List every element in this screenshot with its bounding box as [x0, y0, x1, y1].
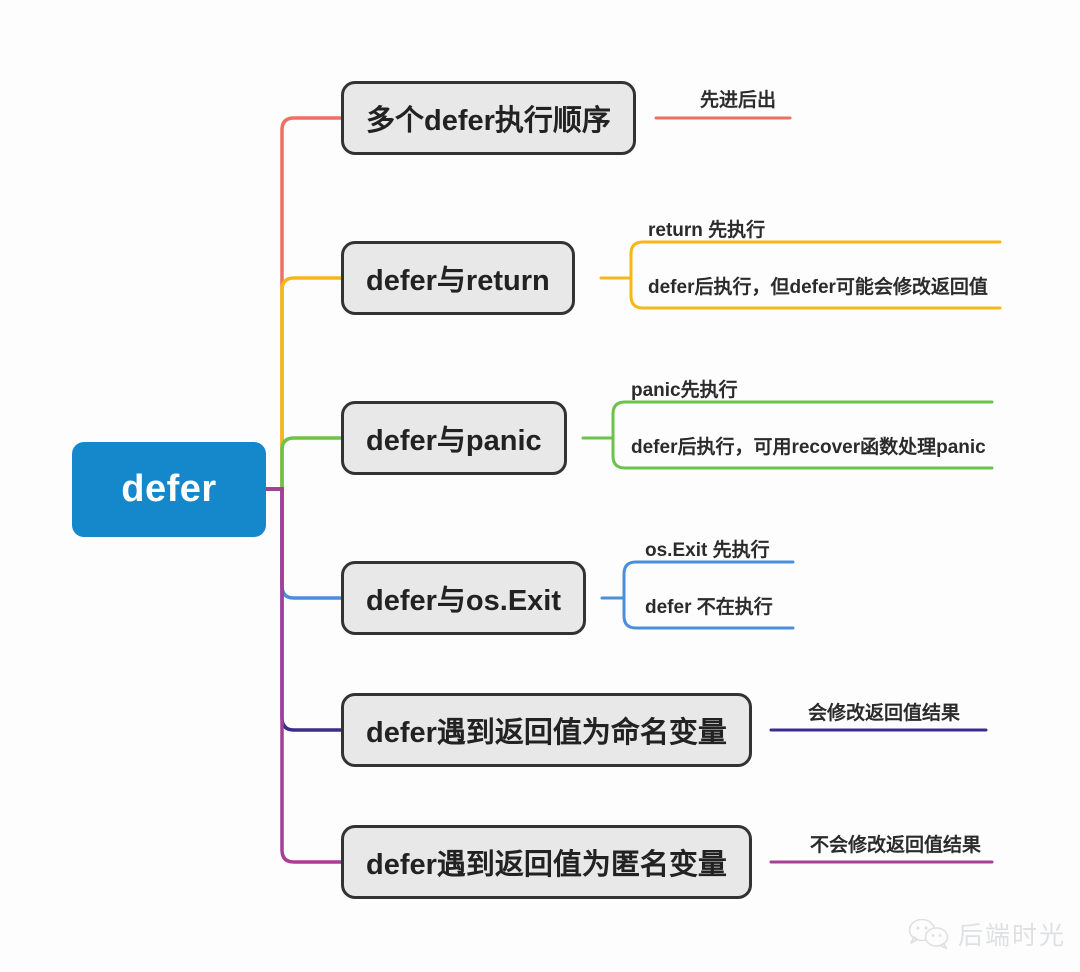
wechat-icon [908, 918, 949, 950]
root-node[interactable]: defer [72, 442, 266, 537]
leaf-label-6-1: 不会修改返回值结果 [810, 835, 982, 856]
branch-node-6[interactable]: defer遇到返回值为匿名变量 [341, 825, 752, 899]
branch-node-5-label: defer遇到返回值为命名变量 [366, 717, 727, 749]
branch-node-3[interactable]: defer与panic [341, 401, 567, 475]
leaf-label-4-1: os.Exit 先执行 [645, 540, 770, 561]
watermark-text: 后端时光 [957, 922, 1066, 950]
branch-node-4-label: defer与os.Exit [366, 585, 561, 617]
edge-root-to-branch-3 [264, 436, 343, 491]
edge-root-to-branch-5 [264, 487, 343, 732]
edge-root-to-branch-4 [264, 487, 343, 600]
branch-node-3-label: defer与panic [366, 425, 542, 457]
branch-node-2[interactable]: defer与return [341, 241, 575, 315]
leaf-label-4-2: defer 不在执行 [645, 597, 773, 618]
edge-root-to-branch-1 [264, 116, 343, 491]
branch-node-6-label: defer遇到返回值为匿名变量 [366, 849, 727, 881]
leaf-label-3-1: panic先执行 [631, 380, 738, 401]
leaf-label-3-2: defer后执行，可用recover函数处理panic [631, 437, 986, 458]
edge-root-to-branch-2 [264, 276, 343, 491]
branch-node-1[interactable]: 多个defer执行顺序 [341, 81, 636, 155]
leaf-label-2-1: return 先执行 [648, 220, 766, 241]
watermark: 后端时光 [908, 916, 1066, 952]
branch-node-1-label: 多个defer执行顺序 [366, 105, 611, 137]
leaf-label-2-2: defer后执行，但defer可能会修改返回值 [648, 277, 988, 298]
branch-node-2-label: defer与return [366, 265, 550, 297]
root-node-label: defer [121, 468, 217, 510]
branch-node-4[interactable]: defer与os.Exit [341, 561, 586, 635]
leaf-label-1-1: 先进后出 [700, 90, 777, 111]
leaf-label-5-1: 会修改返回值结果 [808, 703, 961, 724]
edge-root-to-branch-6 [264, 487, 343, 864]
branch-node-5[interactable]: defer遇到返回值为命名变量 [341, 693, 752, 767]
